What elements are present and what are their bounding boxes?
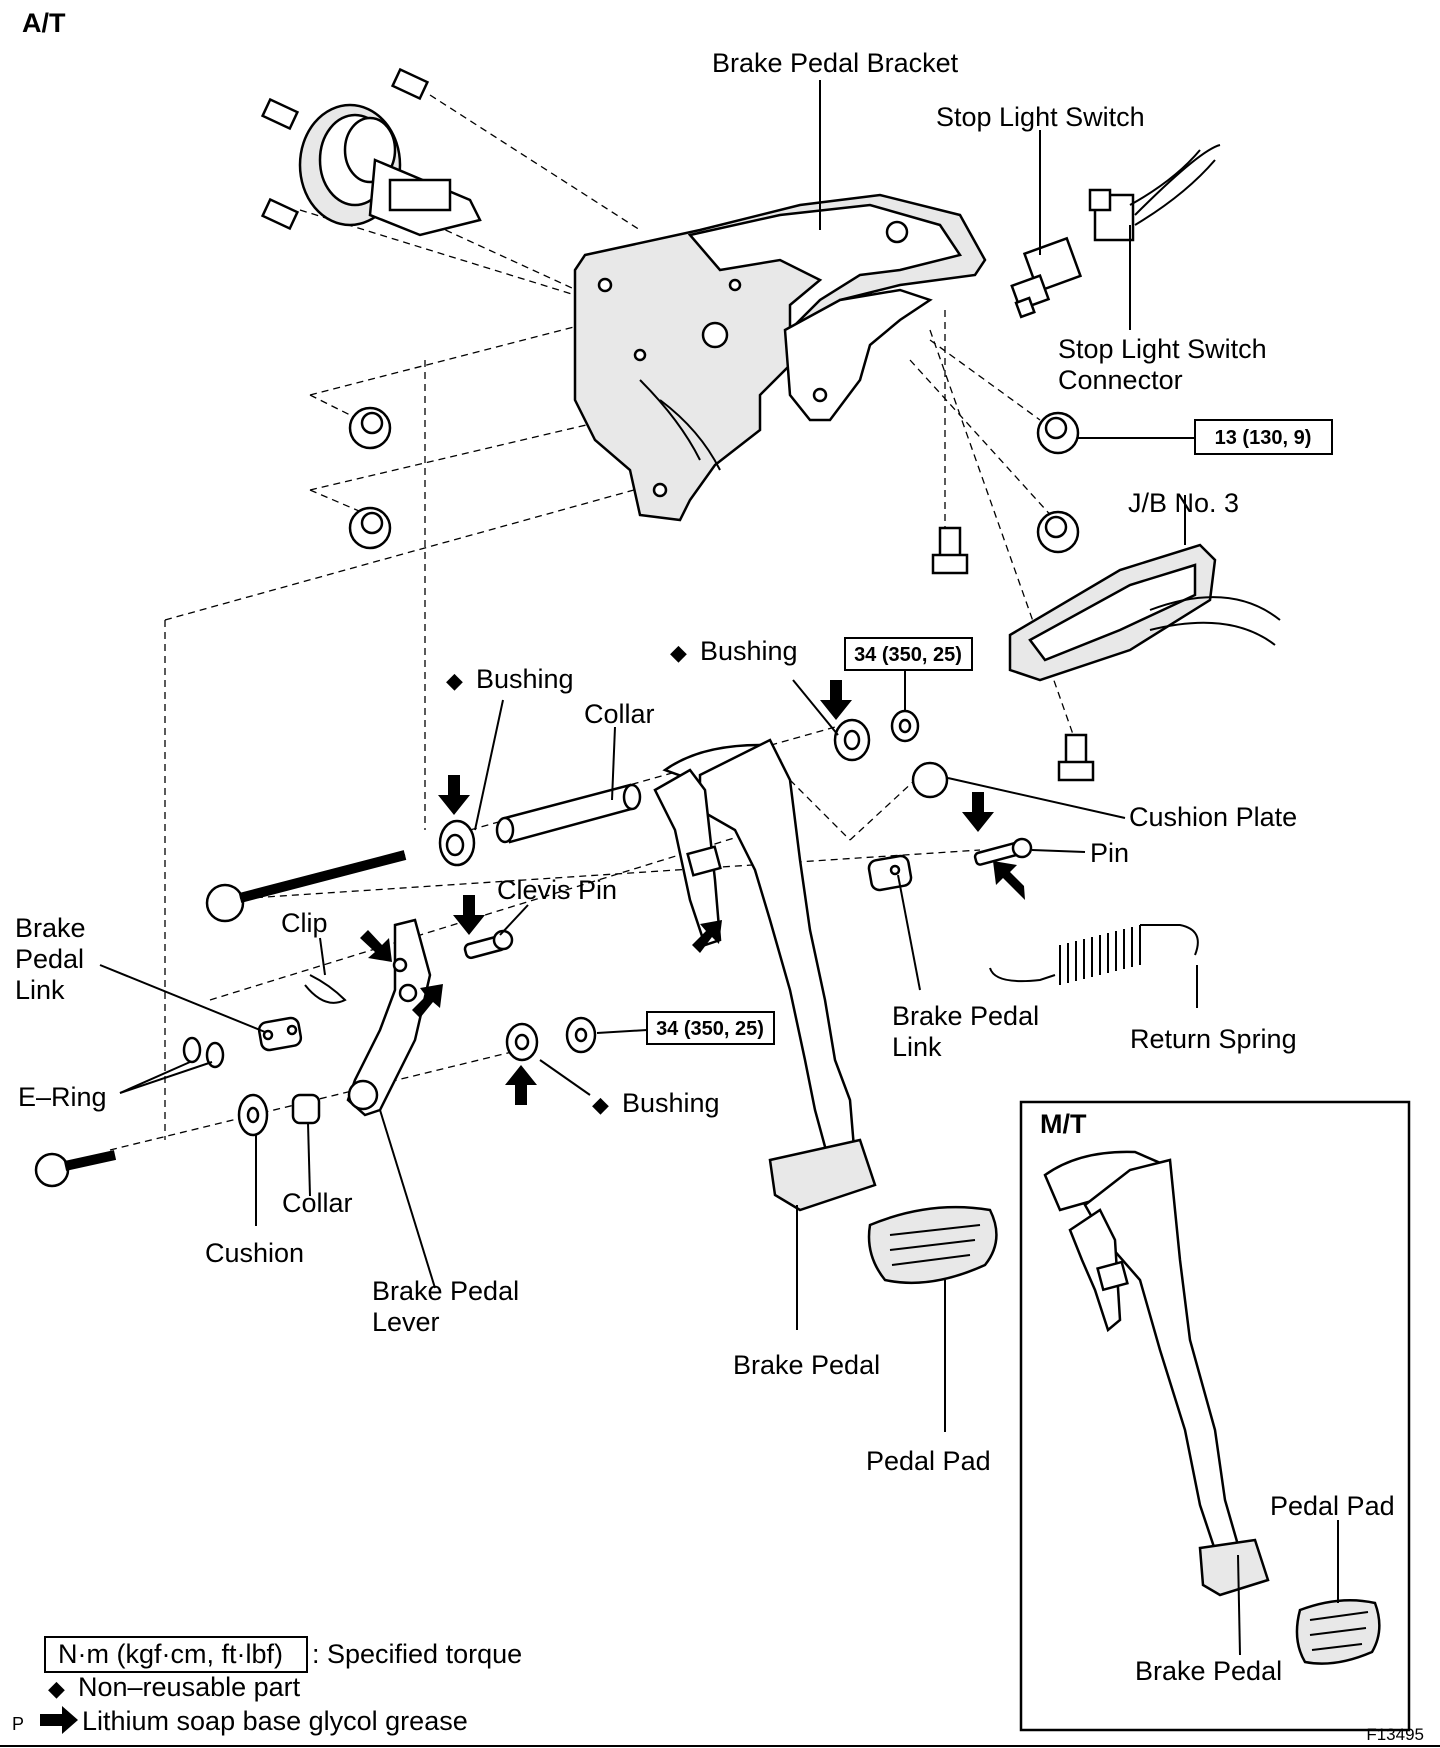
brake-pedal <box>653 738 877 1212</box>
label-clip: Clip <box>281 908 328 938</box>
inset-label-brake-pedal: Brake Pedal <box>1135 1656 1282 1686</box>
torque-value: 34 (350, 25) <box>854 644 962 666</box>
figure-code: F13495 <box>1366 1725 1424 1744</box>
booster-bolts <box>260 67 430 231</box>
label-cushion: Cushion <box>205 1238 304 1268</box>
label-pin: Pin <box>1090 838 1129 868</box>
pedal-pad <box>867 1205 998 1285</box>
grease-arrow-icon <box>453 895 485 935</box>
brake-booster <box>298 103 482 237</box>
collar-upper <box>495 783 642 844</box>
e-rings <box>182 1036 225 1069</box>
grease-arrow-icon <box>438 775 470 815</box>
bushing-center <box>438 819 476 867</box>
legend: N·m (kgf·cm, ft·lbf) : Specified torque … <box>12 1636 1424 1744</box>
label-brake-pedal-link-left-2: Pedal <box>15 944 84 974</box>
torque-box-upper-pivot: 34 (350, 25) <box>844 637 973 671</box>
label-pedal-pad: Pedal Pad <box>866 1446 991 1476</box>
legend-grease: Lithium soap base glycol grease <box>82 1706 468 1736</box>
brake-pedal-link-right <box>867 854 913 892</box>
label-return-spring: Return Spring <box>1130 1024 1297 1054</box>
collar-lower <box>291 1093 321 1125</box>
grease-arrows <box>360 680 1025 1105</box>
label-collar-upper: Collar <box>584 699 655 729</box>
torque-value: 34 (350, 25) <box>656 1018 764 1040</box>
clip <box>304 974 347 1004</box>
legend-torque-desc: : Specified torque <box>312 1639 522 1669</box>
bracket-nuts <box>348 406 1080 554</box>
clevis-pin <box>463 929 514 960</box>
brake-pedal-link-left <box>257 1016 303 1052</box>
lower-nut <box>565 1016 597 1054</box>
brake-pedal-lever <box>346 918 432 1117</box>
pin <box>973 837 1033 866</box>
non-reusable-icon: ◆ <box>48 1676 65 1701</box>
label-jb-no3: J/B No. 3 <box>1128 488 1239 518</box>
grease-arrow-icon <box>993 861 1025 900</box>
grease-arrow-icon <box>820 680 852 720</box>
legend-non-reusable: Non–reusable part <box>78 1672 301 1702</box>
label-clevis-pin: Clevis Pin <box>497 875 617 905</box>
inset-title: M/T <box>1040 1109 1087 1139</box>
non-reusable-icon: ◆ <box>592 1092 609 1117</box>
label-e-ring: E–Ring <box>18 1082 107 1112</box>
label-stop-light-switch-connector-2: Connector <box>1058 365 1183 395</box>
corner-mark: P <box>12 1714 24 1734</box>
label-brake-pedal-lever-2: Lever <box>372 1307 440 1337</box>
non-reusable-icon: ◆ <box>670 640 687 665</box>
torque-box-bracket: 13 (130, 9) <box>1194 419 1333 455</box>
grease-arrow-icon <box>40 1706 78 1734</box>
cushion <box>237 1093 269 1137</box>
variant-label: A/T <box>22 8 66 38</box>
label-bushing-lower: Bushing <box>622 1088 720 1118</box>
inset-label-pedal-pad: Pedal Pad <box>1270 1491 1395 1521</box>
label-brake-pedal-link-right-1: Brake Pedal <box>892 1001 1039 1031</box>
legend-torque-unit: N·m (kgf·cm, ft·lbf) <box>58 1639 283 1669</box>
torque-box-lower-pivot: 34 (350, 25) <box>646 1011 775 1045</box>
return-spring <box>989 924 1199 985</box>
label-stop-light-switch-connector: Stop Light Switch <box>1058 334 1267 364</box>
label-bushing-center: Bushing <box>476 664 574 694</box>
grease-arrow-icon <box>505 1065 537 1105</box>
cushion-plate <box>911 761 949 799</box>
bracket-bolts <box>931 526 1095 782</box>
junction-block-3 <box>1008 543 1281 682</box>
label-brake-pedal-link-left-3: Link <box>15 975 65 1005</box>
lower-bolt <box>34 1150 117 1188</box>
label-brake-pedal-lever-1: Brake Pedal <box>372 1276 519 1306</box>
stop-light-switch-connector <box>1088 144 1221 242</box>
grease-arrow-icon <box>360 930 392 962</box>
label-brake-pedal-bracket: Brake Pedal Bracket <box>712 48 959 78</box>
non-reusable-icon: ◆ <box>446 668 463 693</box>
grease-arrow-icon <box>412 984 443 1018</box>
leader-lines <box>99 80 1198 1432</box>
label-stop-light-switch: Stop Light Switch <box>936 102 1145 132</box>
label-brake-pedal-link-left-1: Brake <box>15 913 86 943</box>
label-brake-pedal-link-right-2: Link <box>892 1032 942 1062</box>
label-cushion-plate: Cushion Plate <box>1129 802 1297 832</box>
inset-brake-pedal <box>1043 1150 1270 1597</box>
grease-arrow-icon <box>962 792 994 832</box>
bushing-upper-right <box>833 709 920 762</box>
stop-light-switch <box>1010 236 1083 319</box>
label-collar-lower: Collar <box>282 1188 353 1218</box>
torque-value: 13 (130, 9) <box>1215 427 1312 449</box>
bushing-lower <box>505 1022 539 1062</box>
label-brake-pedal: Brake Pedal <box>733 1350 880 1380</box>
brake-pedal-bracket <box>573 193 987 522</box>
grease-arrow-icon <box>692 920 722 953</box>
label-bushing-upper-right: Bushing <box>700 636 798 666</box>
mt-inset: M/T Pedal Pad Brake Pedal <box>1019 1100 1411 1732</box>
pivot-bolt <box>205 850 407 923</box>
inset-pedal-pad <box>1295 1598 1381 1665</box>
alignment-lines <box>109 94 1076 1151</box>
